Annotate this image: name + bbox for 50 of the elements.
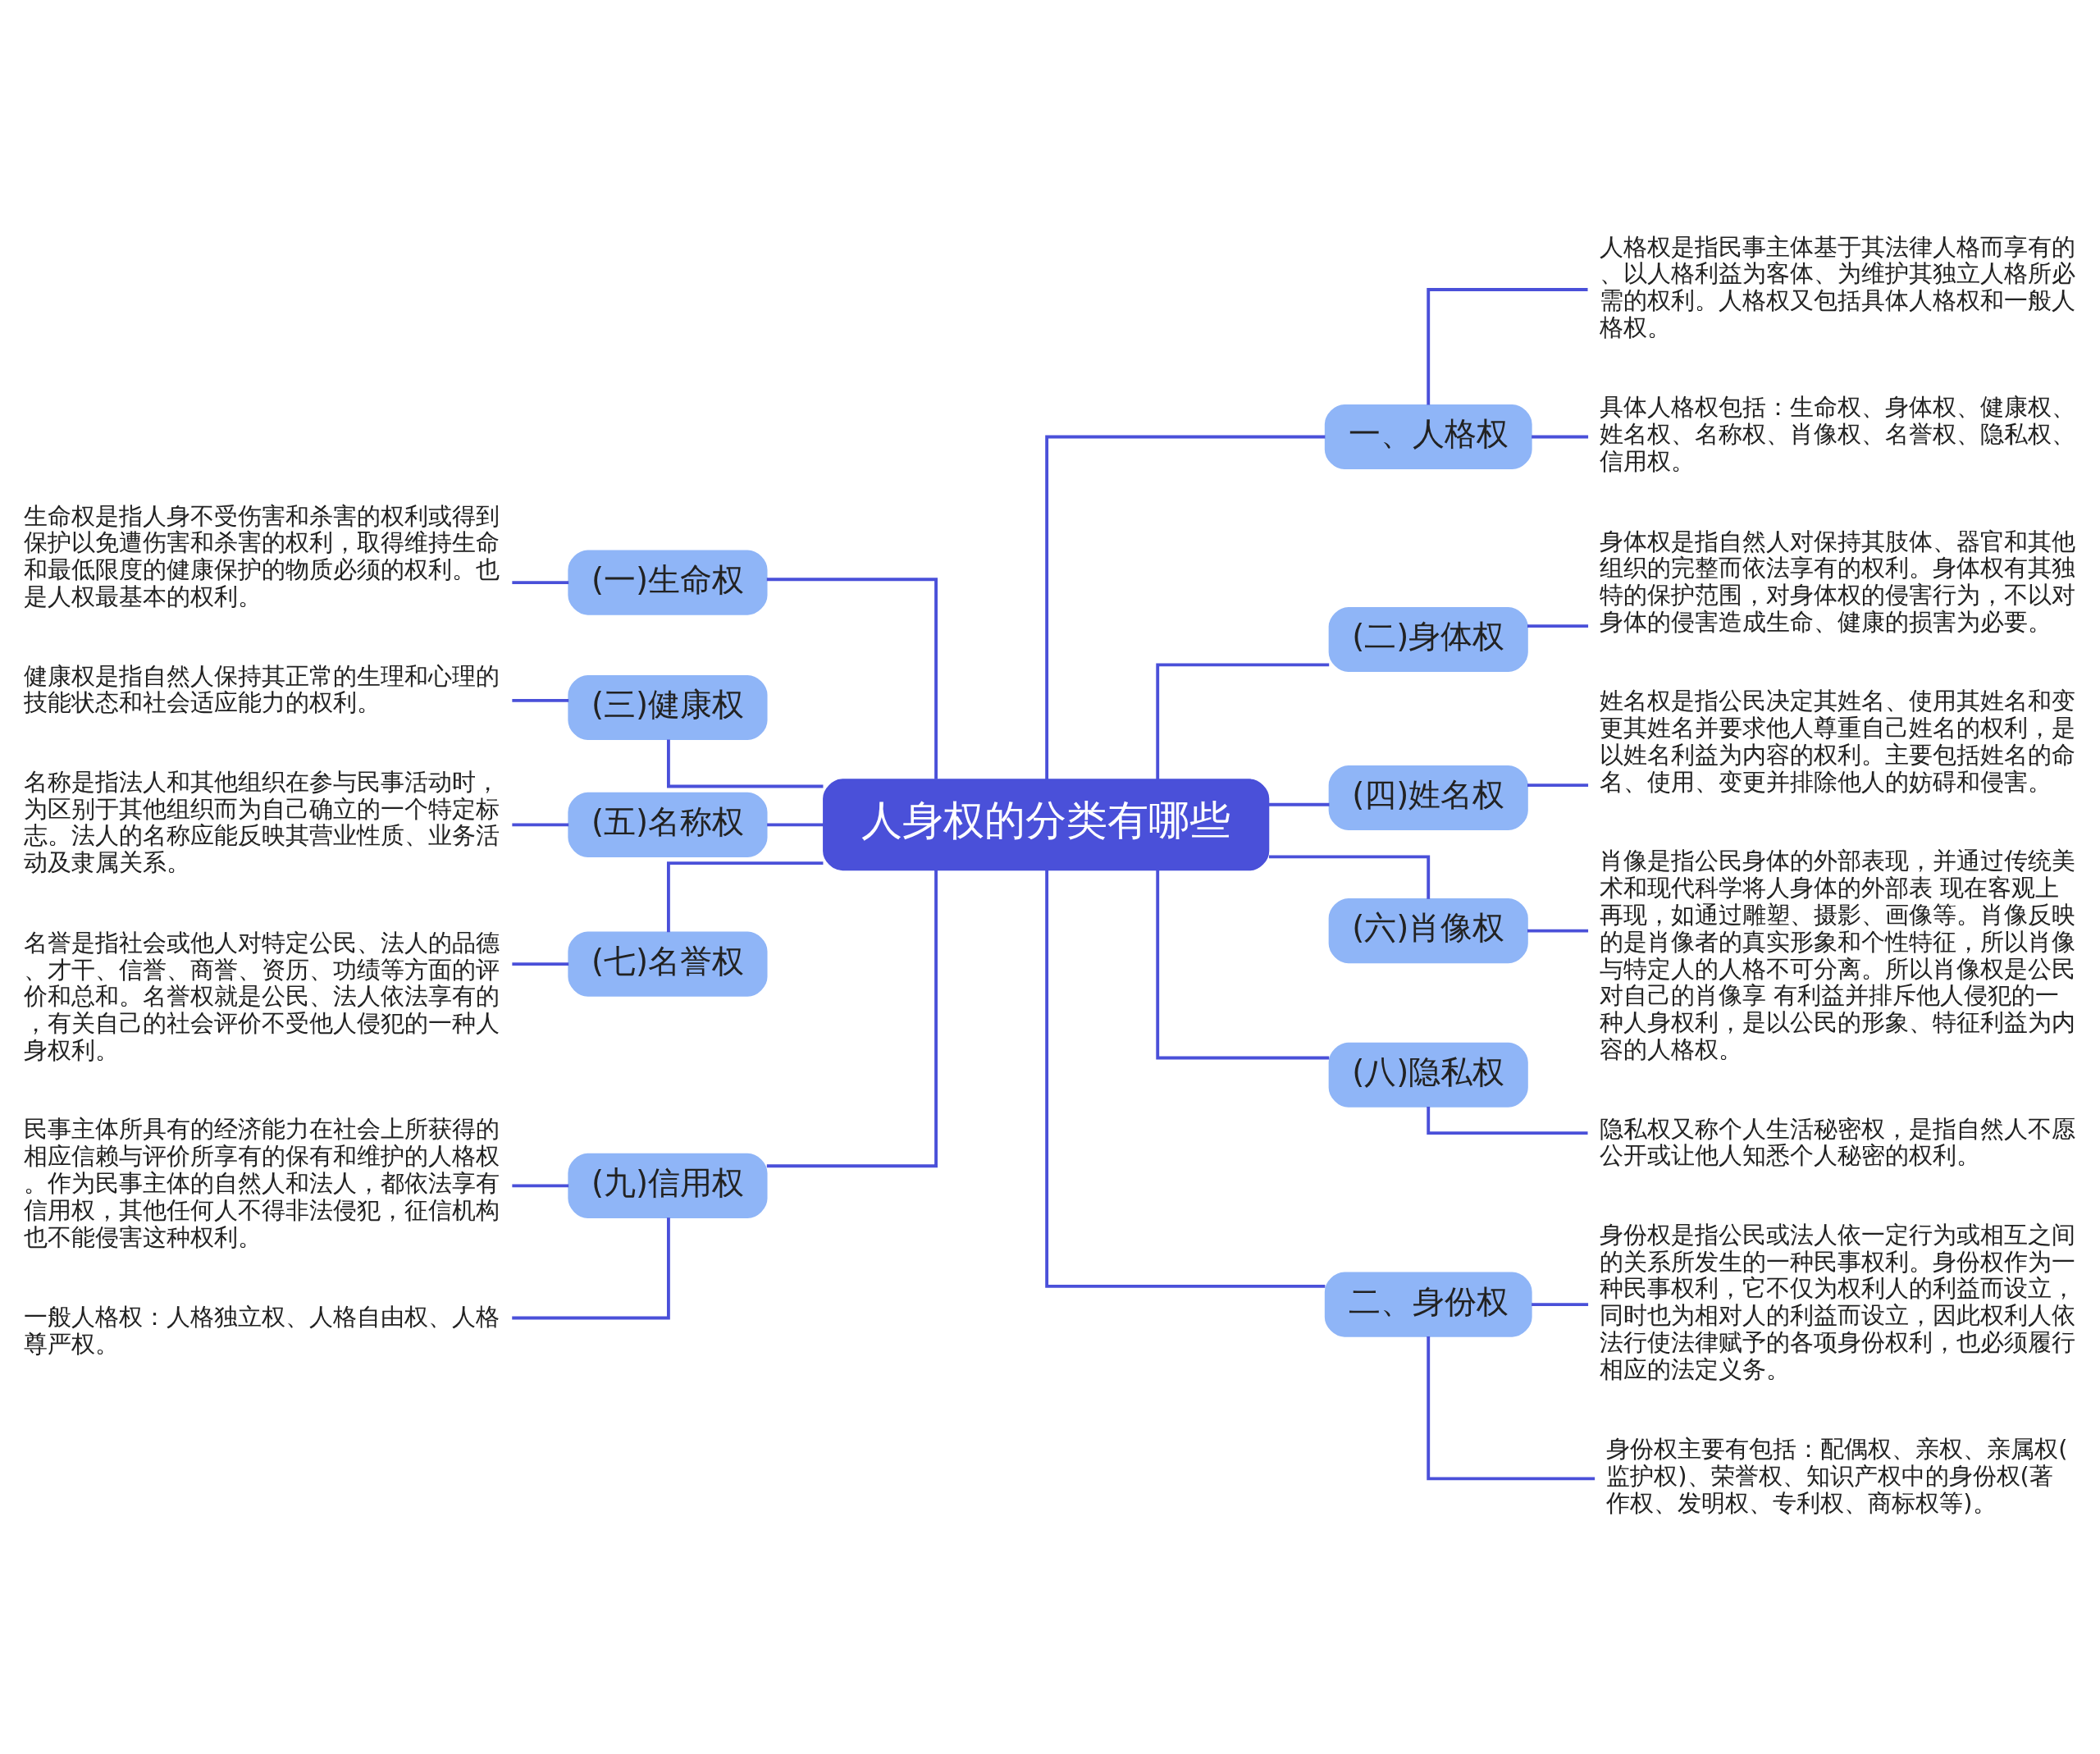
node-box: (四)姓名权 bbox=[1328, 765, 1528, 830]
node-text: 名称是指法人和其他组织在参与民事活动时，为区别于其他组织而为自己确立的一个特定标志。法人的名称应能反映其营业性质、业务活动及隶属关系。 bbox=[24, 767, 500, 876]
node-box: (九)信用权 bbox=[568, 1153, 768, 1218]
connector bbox=[767, 822, 824, 826]
connector bbox=[1156, 663, 1330, 779]
connector bbox=[1532, 435, 1589, 438]
connector bbox=[512, 1217, 670, 1319]
connector bbox=[667, 861, 824, 932]
connector bbox=[1045, 870, 1326, 1288]
node-box: 二、身份权 bbox=[1324, 1272, 1532, 1337]
node-text: 姓名权是指公民决定其姓名、使用其姓名和变更其姓名并要求他人尊重自己姓名的权利，是以姓名利益为内容的权利。主要包括姓名的命名、使用、变更并排除他人的妨碍和侵害。 bbox=[1599, 686, 2075, 796]
node-text: 身体权是指自然人对保持其肢体、器官和其他组织的完整而依法享有的权利。身体权有其独特的保护范围，对身体权的侵害行为，不以对身体的侵害造成生命、健康的损害为必要。 bbox=[1599, 527, 2075, 636]
connector bbox=[512, 1183, 569, 1187]
node-box: (二)身体权 bbox=[1328, 606, 1528, 672]
node-box: (八)隐私权 bbox=[1328, 1042, 1528, 1108]
connector bbox=[667, 739, 824, 788]
node-box: (七)名誉权 bbox=[568, 931, 768, 997]
connector bbox=[766, 870, 938, 1167]
node-text: 名誉是指社会或他人对特定公民、法人的品德、才干、信誉、商誉、资历、功绩等方面的评价和总和。名誉权就是公民、法人依法享有的，有关自己的社会评价不受他人侵犯的一种人身权利。 bbox=[24, 928, 500, 1064]
connector bbox=[1156, 870, 1330, 1059]
node-box: (五)名称权 bbox=[568, 792, 768, 857]
connector bbox=[1268, 802, 1330, 806]
node-box: 一、人格权 bbox=[1324, 404, 1532, 469]
connector bbox=[1427, 1336, 1596, 1480]
node-text: 一般人格权：人格独立权、人格自由权、人格尊严权。 bbox=[24, 1302, 500, 1358]
node-text: 健康权是指自然人保持其正常的生理和心理的技能状态和社会适应能力的权利。 bbox=[24, 661, 500, 716]
node-box: (六)肖像权 bbox=[1328, 898, 1528, 963]
connector bbox=[512, 962, 569, 966]
connector bbox=[766, 577, 938, 779]
node-text: 具体人格权包括：生命权、身体权、健康权、姓名权、名称权、肖像权、名誉权、隐私权、信用权。 bbox=[1599, 392, 2075, 475]
node-box: (一)生命权 bbox=[568, 550, 768, 615]
node-text: 身份权主要有包括：配偶权、亲权、亲属权(监护权)、荣誉权、知识产权中的身份权(著作权、发明权、专利权、商标权等)。 bbox=[1606, 1434, 2068, 1517]
connector bbox=[1268, 855, 1431, 899]
connector bbox=[512, 580, 569, 584]
node-text: 民事主体所具有的经济能力在社会上所获得的相应信赖与评价所享有的保有和维护的人格权。作为民事主体的自然人和法人，都依法享有信用权，其他任何人不得非法侵犯，征信机构也不能侵害这种权利。 bbox=[24, 1114, 500, 1251]
connector bbox=[1045, 435, 1326, 779]
connector bbox=[512, 698, 569, 702]
connector bbox=[1527, 783, 1589, 787]
node-text: 人格权是指民事主体基于其法律人格而享有的、以人格利益为客体、为维护其独立人格所必需的权利。人格权又包括具体人格权和一般人格权。 bbox=[1599, 232, 2075, 341]
connector bbox=[1527, 929, 1589, 933]
connector bbox=[1527, 623, 1589, 628]
node-text: 生命权是指人身不受伤害和杀害的权利或得到保护以免遭伤害和杀害的权利，取得维持生命和最低限度的健康保护的物质必须的权利。也是人权最基本的权利。 bbox=[24, 501, 500, 610]
node-text: 身份权是指公民或法人依一定行为或相互之间的关系所发生的一种民事权利。身份权作为一种民事权利，它不仅为权利人的利益而设立，同时也为相对人的利益而设立，因此权利人依法行使法律赋予的各项身份权利，也必须履行相应的法定义务。 bbox=[1599, 1220, 2075, 1383]
node-text: 肖像是指公民身体的外部表现，并通过传统美术和现代科学将人身体的外部表 现在客观上再现，如通过雕塑、摄影、画像等。肖像反映的是肖像者的真实形象和个性特征，所以肖像与特定人的人格不可分离。所以肖像权是公民对自己的肖像享 有利益并排斥他人侵犯的一种人身权利，是以公民的形象、特征利益为内容的人格权。 bbox=[1599, 846, 2075, 1063]
node-box: 人身权的分类有哪些 bbox=[823, 778, 1270, 870]
connector bbox=[1427, 287, 1588, 405]
node-text: 隐私权又称个人生活秘密权，是指自然人不愿公开或让他人知悉个人秘密的权利。 bbox=[1599, 1114, 2075, 1169]
connector bbox=[1532, 1302, 1589, 1306]
connector bbox=[512, 822, 569, 826]
node-box: (三)健康权 bbox=[568, 674, 768, 740]
